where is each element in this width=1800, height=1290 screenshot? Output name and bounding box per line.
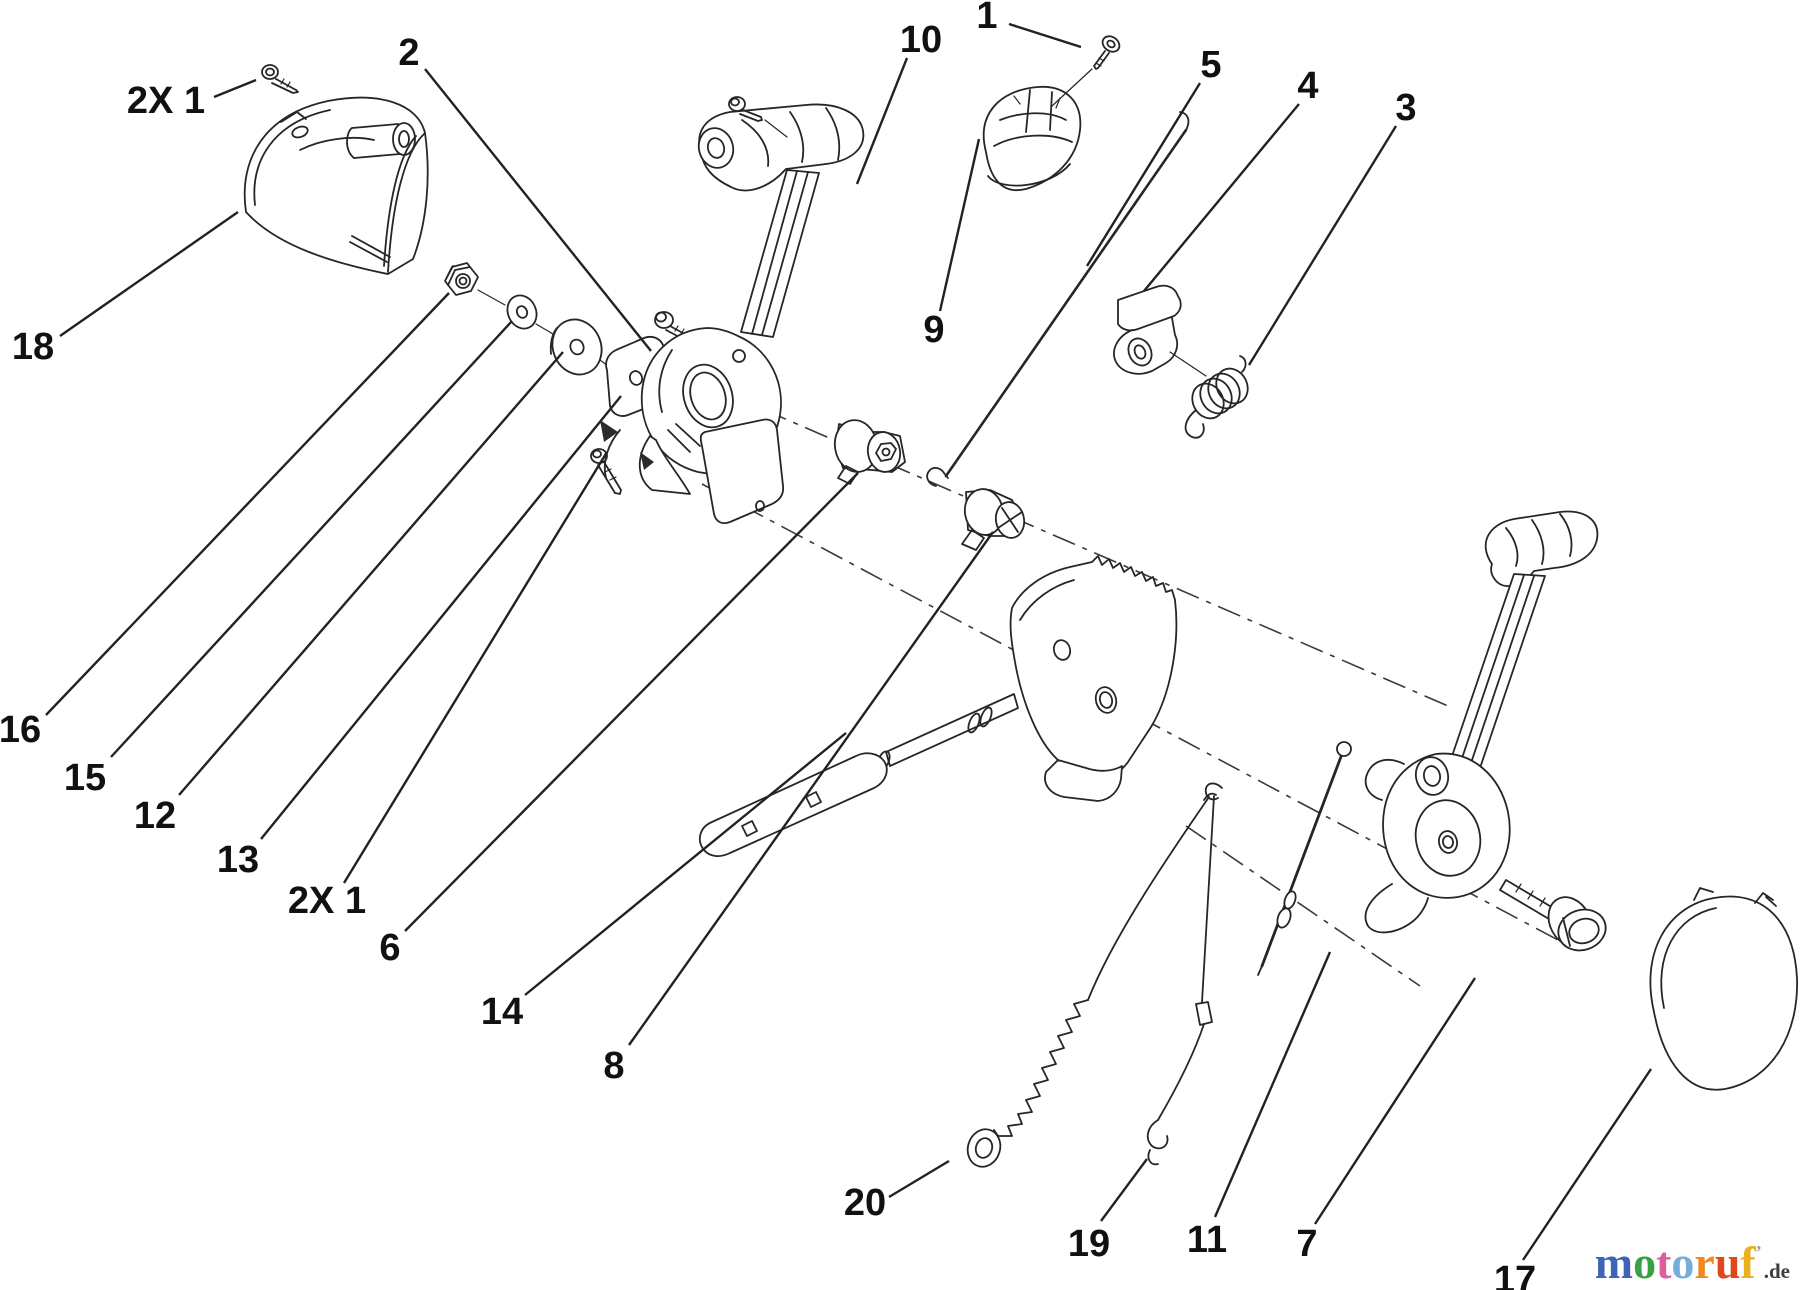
part-2-bolt-icon	[654, 311, 707, 349]
logo-letter: f	[1740, 1237, 1756, 1288]
part-label-c-1: 1	[976, 0, 997, 37]
axis-line	[1185, 825, 1421, 987]
leader-line-11	[1213, 951, 1332, 1218]
part-11-rod-icon	[1257, 741, 1352, 976]
leader-line-2X1	[213, 78, 257, 99]
part-label-c-2x1-mid: 2X 1	[288, 880, 366, 922]
part-9-knob-icon	[982, 68, 1093, 192]
part-label-c-5: 5	[1200, 44, 1221, 86]
leader-line-9	[938, 138, 981, 312]
leader-line-1	[1008, 22, 1082, 49]
part-6-knob-icon	[833, 419, 906, 485]
logo-letter: o	[1671, 1237, 1695, 1288]
logo-letter: o	[1633, 1237, 1657, 1288]
part-label-c-6: 6	[379, 927, 400, 969]
part-label-c-3: 3	[1395, 87, 1416, 129]
part-10-shift-lever-icon	[600, 103, 865, 525]
logo-letter: m	[1594, 1237, 1634, 1288]
part-19-cable-icon	[1146, 782, 1223, 1166]
part-label-c-14: 14	[481, 991, 523, 1033]
logo-letter: t	[1656, 1237, 1672, 1288]
part-label-c-11: 11	[1187, 1219, 1227, 1261]
leader-line-20	[888, 1159, 950, 1199]
leader-line-2X1	[342, 451, 609, 884]
leader-line-17	[1522, 1068, 1652, 1261]
part-label-c-8: 8	[603, 1045, 624, 1087]
leader-line-14	[524, 732, 847, 996]
part-1-screw-right-icon	[1093, 35, 1121, 70]
leader-line-16	[45, 292, 450, 716]
part-15-washer-icon	[506, 294, 538, 330]
leader-line-2	[424, 68, 652, 352]
part-14-sector-shaft-lever-icon	[698, 555, 1178, 857]
leader-line-7	[1313, 977, 1477, 1225]
leader-line-15	[110, 320, 513, 758]
right-shift-lever-icon	[1364, 510, 1599, 934]
part-20-cable-spring-icon	[966, 792, 1217, 1168]
part-label-c-4: 4	[1297, 65, 1318, 107]
leader-line-6	[404, 472, 859, 932]
leader-line-19	[1100, 1158, 1148, 1222]
leader-line-10	[855, 57, 909, 185]
part-3-spring-icon	[1184, 355, 1249, 439]
part-label-c-9: 9	[923, 309, 944, 351]
leader-line-5	[1085, 82, 1202, 267]
part-label-c-16: 16	[0, 709, 41, 751]
part-label-c-7: 7	[1296, 1223, 1317, 1265]
logo-letter: r	[1694, 1237, 1715, 1288]
part-7-bolt-icon	[1499, 879, 1607, 952]
leader-line-18	[59, 211, 239, 337]
part-label-c-2x1-top: 2X 1	[127, 80, 205, 122]
logo-tick: ’	[1755, 1242, 1762, 1262]
part-label-c-2: 2	[398, 32, 419, 74]
part-label-c-12: 12	[134, 795, 176, 837]
part-1-bolt-top-icon	[728, 96, 763, 122]
part-label-c-18: 18	[12, 326, 54, 368]
part-16-nut-icon	[444, 262, 479, 296]
part-1-screw-top-left-icon	[261, 64, 299, 94]
logo-suffix: .de	[1763, 1259, 1790, 1283]
leader-line-3	[1247, 125, 1398, 366]
part-12-washer-icon	[549, 318, 603, 376]
part-18-cover-icon	[243, 96, 429, 275]
part-17-cover-icon	[1649, 887, 1798, 1091]
leader-line-4	[1143, 103, 1300, 292]
leader-line-13	[260, 395, 622, 840]
part-label-c-10: 10	[900, 19, 942, 61]
alignment-line	[477, 289, 691, 404]
leader-line-8	[628, 531, 994, 1046]
part-label-c-19: 19	[1068, 1223, 1110, 1265]
part-label-c-17: 17	[1494, 1259, 1536, 1290]
logo-letter: u	[1714, 1237, 1741, 1288]
part-label-c-15: 15	[64, 757, 106, 799]
part-4-bracket-icon	[1113, 284, 1207, 377]
part-label-c-20: 20	[844, 1182, 886, 1224]
part-8-knob-icon	[961, 488, 1026, 551]
callout-leader-lines	[45, 22, 1652, 1261]
leader-line-12	[178, 351, 564, 796]
part-label-c-13: 13	[217, 839, 259, 881]
